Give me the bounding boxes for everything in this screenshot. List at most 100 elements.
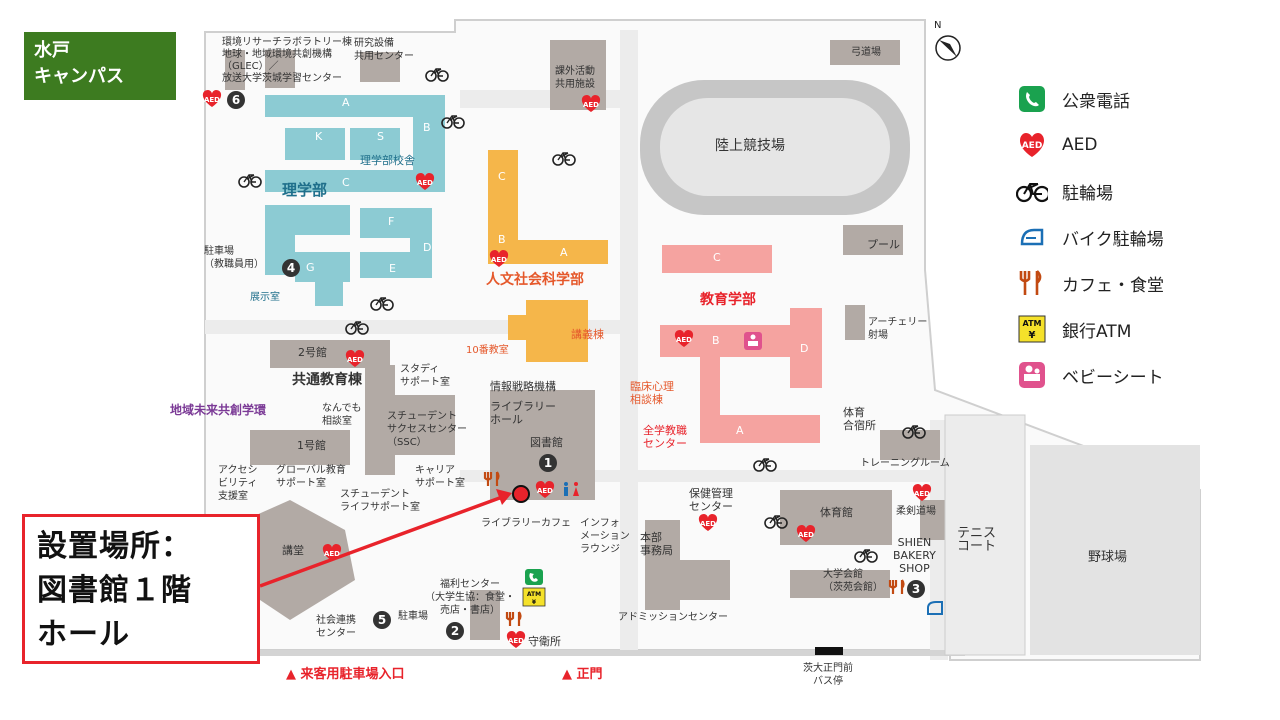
compass: N — [934, 20, 961, 61]
label-humanities: 人文社会科学部 — [486, 272, 584, 288]
legend-row-cafe: カフェ・食堂 — [1016, 268, 1164, 298]
legend-row-baby-seat: ベビーシート — [1016, 360, 1164, 390]
letter-C-science: C — [342, 176, 350, 189]
svg-text:AED: AED — [508, 637, 524, 645]
legend-row-atm: ATM ¥ 銀行ATM — [1016, 314, 1131, 344]
label-exhibition-room: 展示室 — [250, 292, 280, 303]
science-faculty-buildings — [265, 95, 445, 306]
svg-text:AED: AED — [204, 96, 220, 104]
svg-text:AED: AED — [1022, 141, 1043, 151]
label-student-success: スチューデント サクセスセンター （SSC） — [387, 411, 467, 448]
svg-text:AED: AED — [491, 256, 507, 264]
label-research-equip: 研究設備 共用センター — [354, 38, 414, 62]
label-clinical-psych: 臨床心理 相談棟 — [630, 380, 674, 406]
label-room10: 10番教室 — [466, 345, 509, 356]
atm-icon: ATM ¥ — [1016, 314, 1048, 344]
letter-A-humanities: A — [560, 246, 568, 259]
installation-location-callout: 設置場所： 図書館１階 ホール — [22, 514, 260, 664]
callout-arrow — [259, 485, 530, 588]
label-baseball: 野球場 — [1088, 550, 1128, 565]
svg-text:AED: AED — [537, 487, 553, 495]
label-study-support: スタディ サポート室 — [400, 364, 450, 388]
marker-4: 4 — [287, 261, 295, 275]
svg-text:¥: ¥ — [1029, 330, 1036, 341]
label-common-edu: 共通教育棟 — [292, 372, 362, 388]
label-community-coop: 社会連携 センター — [316, 615, 356, 639]
letter-E-science: E — [389, 262, 396, 275]
label-library-cafe: ライブラリーカフェ — [481, 518, 571, 529]
cafe-icon — [1016, 268, 1048, 298]
label-info-lounge: インフォ メーション ラウンジ — [580, 518, 630, 555]
letter-G-science: G — [306, 261, 315, 274]
svg-text:AED: AED — [914, 490, 930, 498]
label-building2: 2号館 — [298, 346, 327, 359]
label-auditorium: 講堂 — [282, 544, 304, 557]
marker-1: 1 — [544, 456, 552, 470]
label-student-life: スチューデント ライフサポート室 — [340, 489, 420, 513]
svg-text:AED: AED — [417, 179, 433, 187]
campus-name-badge: 水戸 キャンパス — [24, 32, 176, 100]
education-buildings — [660, 245, 822, 443]
letter-S-science: S — [377, 130, 384, 143]
svg-text:ATM: ATM — [1023, 319, 1042, 328]
svg-text:AED: AED — [798, 531, 814, 539]
letter-C-humanities: C — [498, 170, 506, 183]
letter-D-education: D — [800, 342, 809, 355]
label-guard-house: 守衛所 — [528, 635, 561, 648]
label-admission: アドミッションセンター — [618, 612, 728, 623]
label-gym: 体育館 — [820, 506, 853, 519]
sports-fields — [944, 414, 1200, 656]
label-env-research: 環境リサーチラボラトリー棟 地球・地域環境共創機構 （GLEC）／ 放送大学茨城… — [222, 37, 352, 84]
label-parking-staff: 駐車場 （教職員用） — [204, 246, 264, 270]
athletics-track — [640, 40, 910, 215]
label-welfare: 福利センター （大学生協：食堂・ 売店・書店） — [425, 579, 515, 616]
bicycle-icon — [1016, 176, 1048, 206]
svg-text:AED: AED — [583, 101, 599, 109]
marker-3: 3 — [912, 582, 920, 596]
label-visitor-parking: ▲ 来客用駐車場入口 — [286, 667, 405, 682]
legend-row-aed: AED AED — [1016, 130, 1097, 160]
label-extracurricular: 課外活動 共用施設 — [555, 66, 595, 90]
svg-text:AED: AED — [347, 356, 363, 364]
label-consult-room: なんでも 相談室 — [322, 403, 362, 427]
svg-text:¥: ¥ — [532, 599, 537, 606]
label-health-center: 保健管理 センター — [689, 487, 733, 513]
svg-text:N: N — [934, 20, 941, 31]
label-library-hall: ライブラリー ホール — [490, 400, 556, 426]
label-science-building: 理学部校舎 — [360, 154, 415, 167]
cafe-markers — [483, 471, 905, 626]
label-all-faculty: 全学教職 センター — [643, 424, 687, 450]
misc-icons — [564, 332, 943, 615]
label-career: キャリア サポート室 — [415, 465, 465, 489]
aed-markers: AED AED AED AED AED AED AED AED AED AED … — [202, 90, 932, 648]
svg-text:AED: AED — [324, 550, 340, 558]
label-global-edu: グローバル教育 サポート室 — [276, 465, 346, 489]
welfare-icons: ATM ¥ — [522, 569, 546, 607]
legend-row-motorbike: バイク駐輪場 — [1016, 222, 1164, 252]
marker-6: 6 — [232, 93, 240, 107]
letter-F-science: F — [388, 215, 395, 228]
label-accessibility: アクセシ ビリティ 支援室 — [218, 465, 258, 502]
label-training-room: トレーニングルーム — [860, 458, 950, 469]
label-gym-lodging: 体育 合宿所 — [843, 406, 876, 432]
label-admin-office: 本部 事務局 — [640, 531, 673, 557]
label-archery-range: 弓道場 — [851, 47, 881, 58]
svg-text:AED: AED — [700, 520, 716, 528]
letter-K-science: K — [315, 130, 323, 143]
label-bus-stop: 茨大正門前 バス停 — [803, 663, 853, 687]
marker-5: 5 — [378, 613, 386, 627]
numbered-markers: 1 2 3 4 5 6 — [227, 91, 925, 640]
baby-seat-icon — [1016, 360, 1048, 390]
label-tennis: テニス コート — [957, 526, 997, 554]
humanities-buildings — [488, 150, 608, 362]
aed-icon: AED — [1016, 130, 1048, 160]
letter-A-science: A — [342, 96, 350, 109]
legend-row-bicycle: 駐輪場 — [1016, 176, 1113, 206]
label-lecture-building: 講義棟 — [571, 328, 604, 341]
phone-icon — [1016, 84, 1048, 114]
label-education: 教育学部 — [700, 292, 756, 308]
label-library: 図書館 — [530, 436, 563, 449]
legend-row-phone: 公衆電話 — [1016, 84, 1130, 114]
label-athletics-field: 陸上競技場 — [715, 138, 785, 154]
